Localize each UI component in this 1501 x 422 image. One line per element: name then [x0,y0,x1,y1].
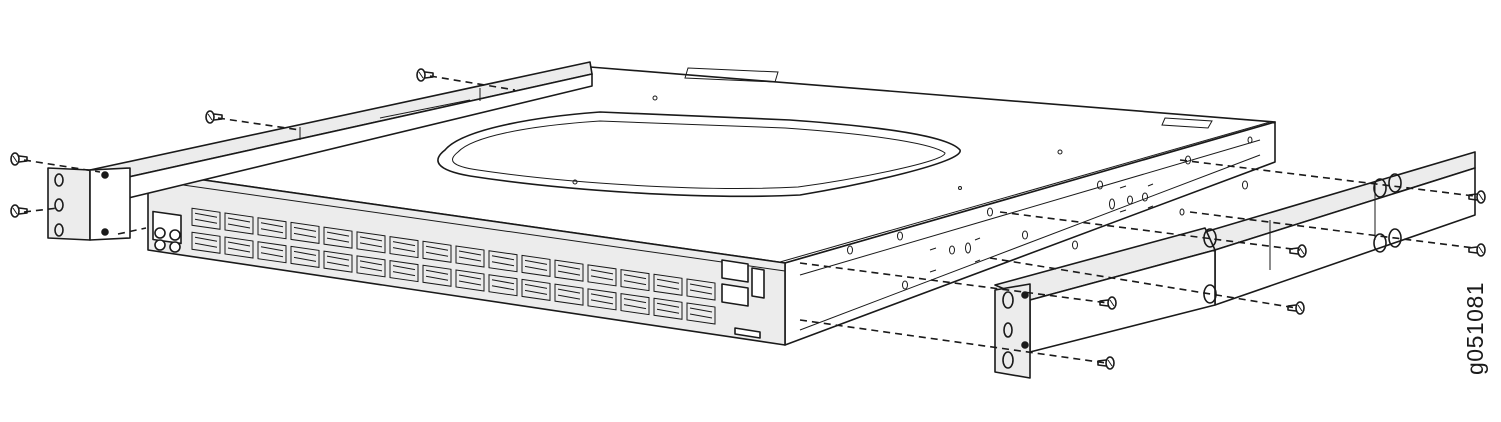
qsfp-port [290,245,320,269]
qsfp-port [620,268,650,292]
front-right-ports [721,259,765,339]
qsfp-port-array [191,207,716,325]
qsfp-port [455,245,485,268]
front-mounting-bracket [47,61,593,241]
qsfp-port [521,254,551,278]
qsfp-port [554,283,584,306]
qsfp-port [521,278,551,302]
port-latch [656,278,680,290]
qsfp-port [290,221,320,245]
qsfp-port [422,264,452,287]
qsfp-port [653,297,683,320]
qsfp-port [191,231,221,254]
qsfp-port [356,255,386,278]
port-latch [392,241,416,253]
qsfp-port [488,274,518,297]
port-latch [656,302,680,314]
screw-icon [1287,301,1305,315]
port-latch [359,236,383,248]
top-label [684,67,779,83]
rear-mounting-bracket [994,151,1476,379]
port-latch [194,236,218,248]
port-latch [524,283,548,295]
screw-icon [1097,356,1115,370]
qsfp-port [191,207,221,230]
front-left-ports [152,210,182,253]
screw-icon [10,152,28,166]
top-cover-recess [437,111,961,198]
port-latch [524,259,548,271]
led-icon [154,239,166,251]
screw-icon [1289,244,1307,258]
port-latch [689,307,713,319]
guide-lines [23,75,1475,364]
port-latch [359,260,383,272]
qsfp-port [422,240,452,263]
screw-icon [205,110,223,124]
qsfp-port [224,236,254,259]
port-latch [557,288,581,300]
screw-icon [1468,190,1486,204]
port-latch [689,283,713,295]
qsfp-port [686,278,716,301]
qsfp-port [488,250,518,273]
screw-icon [1468,243,1486,257]
port-latch [227,217,251,229]
qsfp-port [389,235,419,259]
port-latch [590,293,614,305]
screw-icon [10,204,28,218]
qsfp-port [686,302,716,325]
screw-icon [1099,296,1117,310]
qsfp-port [455,269,485,292]
side-face-details [799,136,1261,331]
qsfp-port [587,264,617,287]
port-latch [425,269,449,281]
qsfp-port [554,259,584,282]
qsfp-port [389,259,419,283]
port-latch [326,255,350,267]
qsfp-port [620,292,650,316]
port-latch [491,255,515,267]
screw-set [10,68,1486,370]
port-latch [293,250,317,262]
port-latch [458,274,482,286]
port-latch [260,246,284,258]
qsfp-port [323,250,353,273]
port-latch [293,226,317,238]
port-latch [623,298,647,310]
figure-id-label: g051081 [1462,281,1488,375]
port-latch [425,245,449,257]
qsfp-port [356,231,386,254]
port-latch [227,241,251,253]
qsfp-port [653,273,683,296]
qsfp-port [224,212,254,235]
qsfp-port [257,241,287,264]
port-latch [590,269,614,281]
port-latch [557,264,581,276]
qsfp-port [587,288,617,311]
management-port [721,259,749,283]
port-latch [194,212,218,224]
port-latch [491,279,515,291]
port-latch [458,250,482,262]
usb-port [751,267,765,299]
port-latch [392,265,416,277]
qsfp-port [323,226,353,249]
port-latch [326,231,350,243]
port-latch [260,222,284,234]
screw-icon [416,68,434,82]
port-latch [623,274,647,286]
qsfp-port [257,217,287,240]
